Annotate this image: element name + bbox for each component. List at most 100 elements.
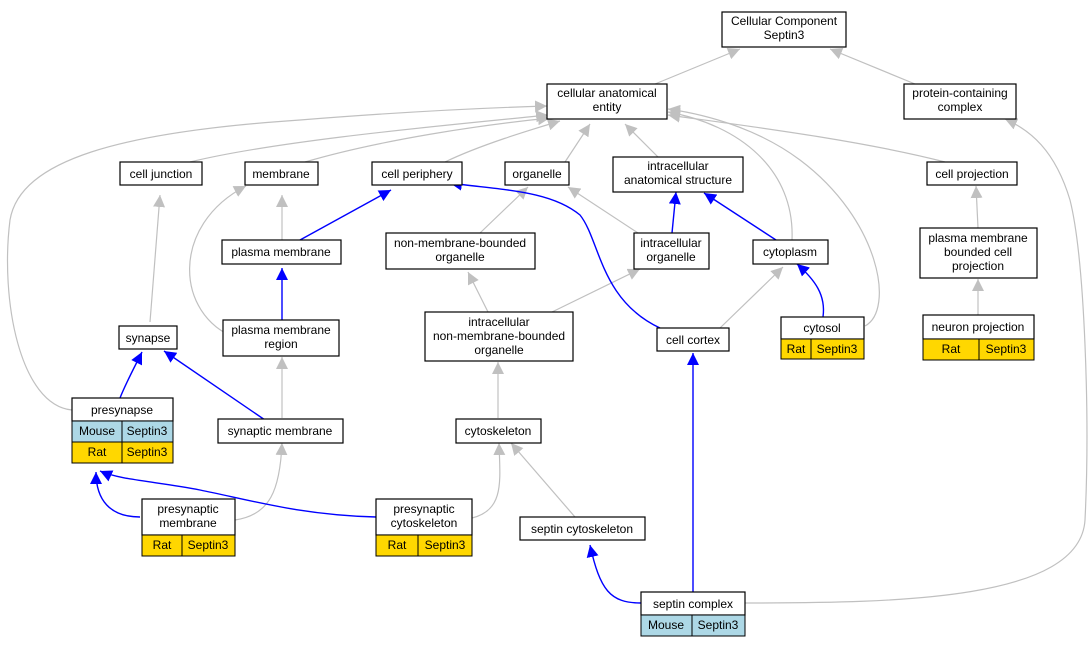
gene-cell xyxy=(181,534,236,557)
species-label: Rat xyxy=(88,445,107,459)
node-label: region xyxy=(264,337,297,351)
nodes: Cellular Component Septin3 cellular anat… xyxy=(71,11,1038,637)
species-label: Rat xyxy=(942,342,961,356)
edge-presynapticcytoskeleton-cytoskeleton xyxy=(471,442,506,519)
node-label: cytoplasm xyxy=(763,245,817,259)
node-label: non-membrane-bounded xyxy=(394,236,526,250)
edge-inmbo-nmbo xyxy=(467,271,489,313)
node-label: Septin3 xyxy=(764,28,805,42)
node-non-membrane-bounded-organelle[interactable]: non-membrane-bounded organelle xyxy=(385,232,536,270)
edge-cytoplasm-cae xyxy=(667,108,793,241)
species-label: Mouse xyxy=(648,618,684,632)
node-label: cytoskeleton xyxy=(391,516,458,530)
node-label: bounded cell xyxy=(944,245,1012,259)
edge-pmregion-membrane xyxy=(189,185,247,339)
edge-cytoplasm-ias xyxy=(703,192,777,241)
node-cell-projection[interactable]: cell projection xyxy=(926,161,1018,186)
gray-edges xyxy=(6,48,1088,604)
node-label: organelle xyxy=(435,250,485,264)
node-intracellular-non-membrane-bounded-organelle[interactable]: intracellular non-membrane-bounded organ… xyxy=(424,311,574,362)
node-plasma-membrane[interactable]: plasma membrane xyxy=(221,239,342,265)
node-organelle[interactable]: organelle xyxy=(504,161,570,186)
node-neuron-projection[interactable]: neuron projection Rat Septin3 xyxy=(922,314,1035,361)
node-label: plasma membrane xyxy=(928,231,1028,245)
node-cell-cortex[interactable]: cell cortex xyxy=(656,327,730,352)
edge-septincomplex-pcc xyxy=(744,118,1088,604)
node-cytoskeleton[interactable]: cytoskeleton xyxy=(455,418,542,444)
edge-cellcortex-cellperiphery xyxy=(449,178,661,329)
edge-septincytoskeleton-cytoskeleton xyxy=(510,442,576,518)
gene-cell xyxy=(691,614,746,637)
node-intracellular-organelle[interactable]: intracellular organelle xyxy=(633,232,710,270)
species-label: Rat xyxy=(787,342,806,356)
edge-presynapse-cae xyxy=(6,100,548,411)
node-label: non-membrane-bounded xyxy=(433,329,565,343)
node-synapse[interactable]: synapse xyxy=(118,325,178,350)
node-label: entity xyxy=(593,100,622,114)
edge-presynapticcytoskeleton-presynapse xyxy=(99,470,377,518)
node-label: membrane xyxy=(252,167,310,181)
edge-nmbo-organelle xyxy=(479,186,529,234)
gene-label: Septin3 xyxy=(425,538,466,552)
edge-introrganelle-ias xyxy=(668,191,681,234)
edge-ias-cae xyxy=(624,123,659,158)
node-label: plasma membrane xyxy=(231,323,331,337)
edge-introrganelle-organelle xyxy=(567,186,639,234)
node-label: neuron projection xyxy=(932,320,1025,334)
gene-label: Septin3 xyxy=(698,618,739,632)
node-cell-junction[interactable]: cell junction xyxy=(119,161,203,186)
node-label: intracellular xyxy=(647,159,708,173)
edge-organelle-cae xyxy=(564,123,591,163)
edge-cellcortex-cytoplasm xyxy=(719,266,784,329)
species-label: Rat xyxy=(388,538,407,552)
node-cytoplasm[interactable]: cytoplasm xyxy=(752,239,829,265)
gene-label: Septin3 xyxy=(817,342,858,356)
node-label: Cellular Component xyxy=(731,14,838,28)
node-plasma-membrane-bounded-cell-projection[interactable]: plasma membrane bounded cell projection xyxy=(919,227,1038,279)
gene-label: Septin3 xyxy=(127,424,168,438)
node-protein-containing-complex[interactable]: protein-containing complex xyxy=(903,83,1017,120)
edge-plasmamembrane-cellperiphery xyxy=(299,189,392,241)
node-label: anatomical structure xyxy=(624,173,732,187)
node-cell-periphery[interactable]: cell periphery xyxy=(371,161,463,186)
edge-presynapse-synapse xyxy=(119,351,143,399)
node-label: cell cortex xyxy=(666,333,720,347)
node-synaptic-membrane[interactable]: synaptic membrane xyxy=(217,418,344,444)
node-label: organelle xyxy=(646,250,696,264)
node-cellular-anatomical-entity[interactable]: cellular anatomical entity xyxy=(546,83,668,120)
gene-label: Septin3 xyxy=(127,445,168,459)
edge-pmbcp-cellprojection xyxy=(970,185,983,229)
edge-cae-root xyxy=(654,48,741,85)
node-label: membrane xyxy=(159,516,217,530)
node-label: cellular anatomical xyxy=(557,86,656,100)
edge-cellperiphery-cae xyxy=(444,118,561,163)
node-intracellular-anatomical-structure[interactable]: intracellular anatomical structure xyxy=(612,156,744,193)
edge-synapticmembrane-synapse xyxy=(163,350,266,421)
node-label: cell periphery xyxy=(381,167,452,181)
edge-presynapticmembrane-synapticmembrane xyxy=(234,442,288,521)
node-presynapse[interactable]: presynapse Mouse Septin3 Rat Septin3 xyxy=(71,397,174,464)
gene-cell xyxy=(810,338,865,360)
node-label: intracellular xyxy=(640,236,701,250)
node-label: septin cytoskeleton xyxy=(531,522,633,536)
node-presynaptic-cytoskeleton[interactable]: presynaptic cytoskeleton Rat Septin3 xyxy=(375,498,473,557)
node-membrane[interactable]: membrane xyxy=(244,161,319,186)
node-septin-complex[interactable]: septin complex Mouse Septin3 xyxy=(640,591,746,637)
node-label: presynaptic xyxy=(157,502,218,516)
node-cellular-component-root[interactable]: Cellular Component Septin3 xyxy=(721,11,847,48)
gene-label: Septin3 xyxy=(188,538,229,552)
node-plasma-membrane-region[interactable]: plasma membrane region xyxy=(222,319,340,357)
edge-presynapticmembrane-presynapse xyxy=(90,471,141,518)
node-cytosol[interactable]: cytosol Rat Septin3 xyxy=(780,316,865,360)
edge-cytosol-cytoplasm xyxy=(796,263,825,318)
gene-cell xyxy=(121,441,174,464)
node-septin-cytoskeleton[interactable]: septin cytoskeleton xyxy=(519,516,646,541)
node-label: complex xyxy=(938,100,983,114)
edge-inmbo-introrganelle xyxy=(551,268,641,313)
node-presynaptic-membrane[interactable]: presynaptic membrane Rat Septin3 xyxy=(141,498,236,557)
species-label: Mouse xyxy=(79,424,115,438)
node-label: plasma membrane xyxy=(231,245,331,259)
node-label: intracellular xyxy=(468,315,529,329)
node-label: synaptic membrane xyxy=(228,424,333,438)
